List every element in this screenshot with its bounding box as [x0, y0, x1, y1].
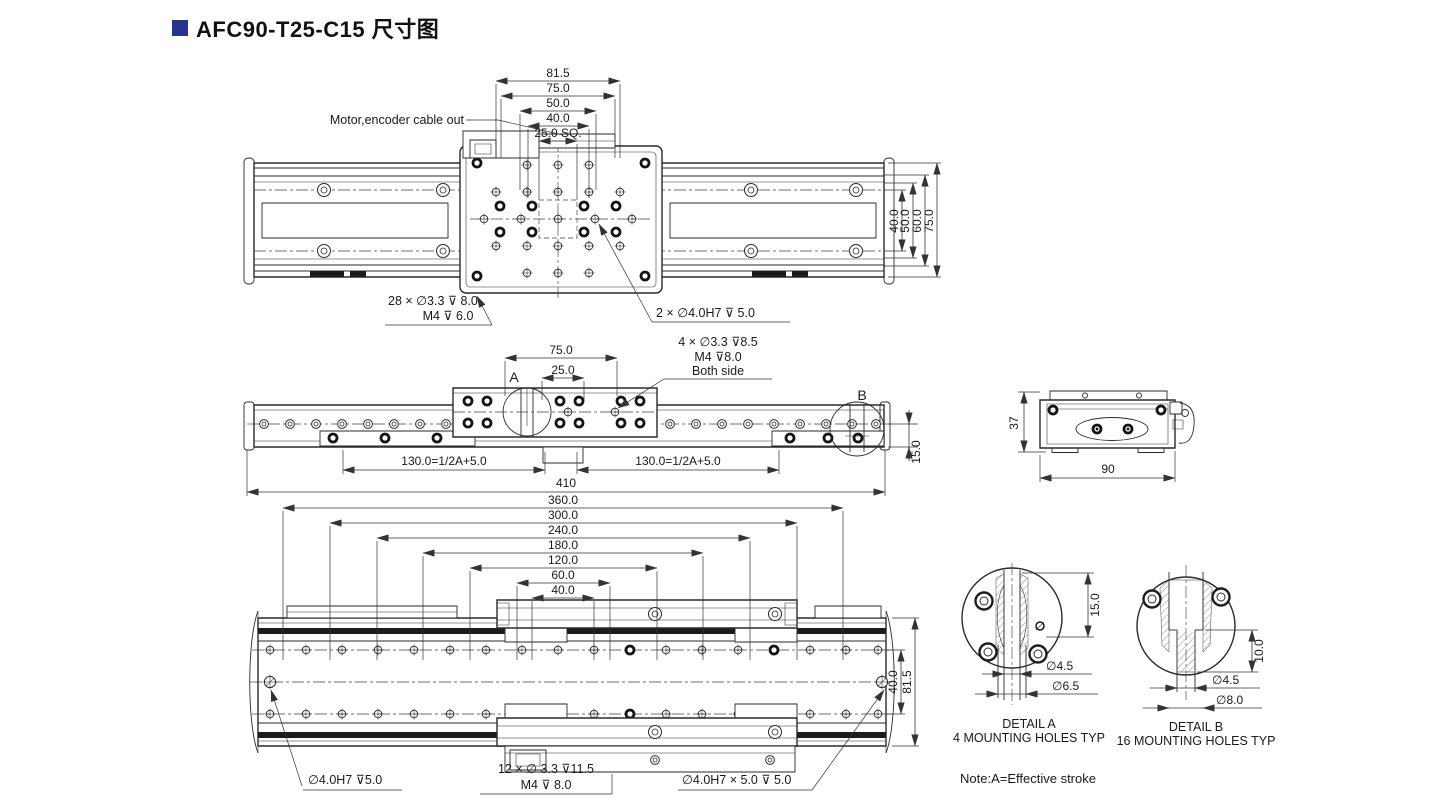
detail-a-dia-45: ∅4.5 — [1046, 659, 1073, 673]
dim-360: 360.0 — [548, 493, 578, 507]
carriage-front — [453, 388, 657, 463]
dim-25-front: 25.0 — [551, 363, 575, 377]
carriage-plate — [460, 140, 662, 298]
detail-b-dim-10: 10.0 — [1252, 639, 1266, 663]
dim-81-5-right: 81.5 — [900, 670, 914, 694]
page-title: AFC90-T25-C15 尺寸图 — [172, 12, 439, 44]
page-title-text: AFC90-T25-C15 尺寸图 — [196, 17, 440, 42]
note-pin-left: ∅4.0H7 ⊽5.0 — [308, 773, 382, 787]
title-bullet-icon — [172, 20, 188, 36]
end-view: 37 90 — [1007, 391, 1194, 482]
detail-b-ref: B — [857, 387, 866, 403]
note-4-holes-3: Both side — [692, 364, 744, 378]
dim-81-5: 81.5 — [546, 66, 570, 80]
dim-40-right: 40.0 — [886, 670, 900, 694]
dim-50: 50.0 — [546, 96, 570, 110]
dim-75: 75.0 — [546, 81, 570, 95]
detail-a-ref: A — [509, 369, 519, 385]
cable-out-label: Motor,encoder cable out — [330, 113, 465, 127]
front-view: A B 75.0 25.0 130.0=1/2A+5.0 130.0=1/2A+… — [244, 335, 923, 496]
detail-a-dims: 15.0 ∅4.5 ∅6.5 — [975, 572, 1102, 698]
dim-v40: 40.0 — [887, 209, 901, 233]
dim-240: 240.0 — [548, 523, 578, 537]
detail-b-dia-80: ∅8.0 — [1216, 693, 1243, 707]
bottom-carriage-top — [497, 600, 797, 642]
bottom-view: 360.0 300.0 240.0 180.0 120.0 60.0 40.0 … — [250, 493, 919, 794]
detail-b-label: DETAIL B — [1169, 720, 1223, 734]
detail-a: 15.0 ∅4.5 ∅6.5 DETAIL A 4 MOUNTING HOLES… — [953, 563, 1105, 745]
dowel-hole-left — [262, 674, 278, 690]
note-pin-right: ∅4.0H7 × 5.0 ⊽ 5.0 — [682, 773, 791, 787]
top-right-dims: 40.0 50.0 60.0 75.0 — [884, 162, 941, 278]
detail-b-dia-45: ∅4.5 — [1212, 673, 1239, 687]
note-4-holes-2: M4 ⊽8.0 — [694, 350, 741, 364]
front-dims: 75.0 25.0 130.0=1/2A+5.0 130.0=1/2A+5.0 … — [246, 343, 923, 496]
sensor-rail-left — [320, 431, 475, 446]
dim-120: 120.0 — [548, 553, 578, 567]
detail-a-label: DETAIL A — [1002, 717, 1056, 731]
dim-60: 60.0 — [551, 568, 575, 582]
note-28-holes-1: 28 × ∅3.3 ⊽ 8.0 — [388, 294, 478, 308]
dim-37: 37 — [1007, 416, 1021, 430]
note-4-holes-1: 4 × ∅3.3 ⊽8.5 — [678, 335, 758, 349]
dim-25sq: 25.0 SQ. — [534, 126, 581, 140]
end-view-dims: 37 90 — [1007, 391, 1176, 482]
top-dims: 81.5 75.0 50.0 40.0 25.0 SQ. — [495, 66, 621, 200]
dim-40: 40.0 — [546, 111, 570, 125]
dim-410: 410 — [556, 476, 576, 490]
note-12-holes-1: 12 × ∅ 3.3 ⊽11.5 — [498, 762, 594, 776]
ledge-right — [815, 606, 881, 618]
dim-75-front: 75.0 — [549, 343, 573, 357]
detail-b-circle — [830, 402, 884, 456]
rail-window-right — [670, 203, 876, 238]
dim-300: 300.0 — [548, 508, 578, 522]
note-2-pins: 2 × ∅4.0H7 ⊽ 5.0 — [656, 306, 755, 320]
detail-a-circle — [503, 388, 551, 436]
detail-a-sublabel: 4 MOUNTING HOLES TYP — [953, 731, 1105, 745]
rail-window-left — [262, 203, 448, 238]
dim-v60: 60.0 — [910, 209, 924, 233]
cable-hook — [1170, 402, 1194, 443]
bottom-carriage-bottom — [497, 704, 797, 772]
dim-90: 90 — [1101, 462, 1115, 476]
top-view: Motor,encoder cable out 81.5 75.0 50.0 4… — [244, 66, 941, 325]
detail-a-dia-65: ∅6.5 — [1052, 679, 1079, 693]
note-28-holes-2: M4 ⊽ 6.0 — [423, 309, 474, 323]
dim-40b: 40.0 — [551, 583, 575, 597]
dim-180: 180.0 — [548, 538, 578, 552]
dim-130-left: 130.0=1/2A+5.0 — [401, 454, 487, 468]
note-12-holes-2: M4 ⊽ 8.0 — [521, 778, 572, 792]
detail-a-dim-15: 15.0 — [1088, 593, 1102, 617]
bottom-right-dims: 40.0 81.5 — [886, 617, 919, 747]
detail-b: 10.0 ∅4.5 ∅8.0 DETAIL B 16 MOUNTING HOLE… — [1117, 565, 1276, 748]
detail-b-sublabel: 16 MOUNTING HOLES TYP — [1117, 734, 1276, 748]
dim-v50: 50.0 — [898, 209, 912, 233]
detail-b-dims: 10.0 ∅4.5 ∅8.0 — [1143, 629, 1266, 712]
effective-stroke-note: Note:A=Effective stroke — [960, 771, 1096, 786]
dim-v75: 75.0 — [922, 209, 936, 233]
dim-130-right: 130.0=1/2A+5.0 — [635, 454, 721, 468]
bottom-dims: 360.0 300.0 240.0 180.0 120.0 60.0 40.0 — [282, 493, 844, 660]
dim-15-front: 15.0 — [909, 440, 923, 464]
